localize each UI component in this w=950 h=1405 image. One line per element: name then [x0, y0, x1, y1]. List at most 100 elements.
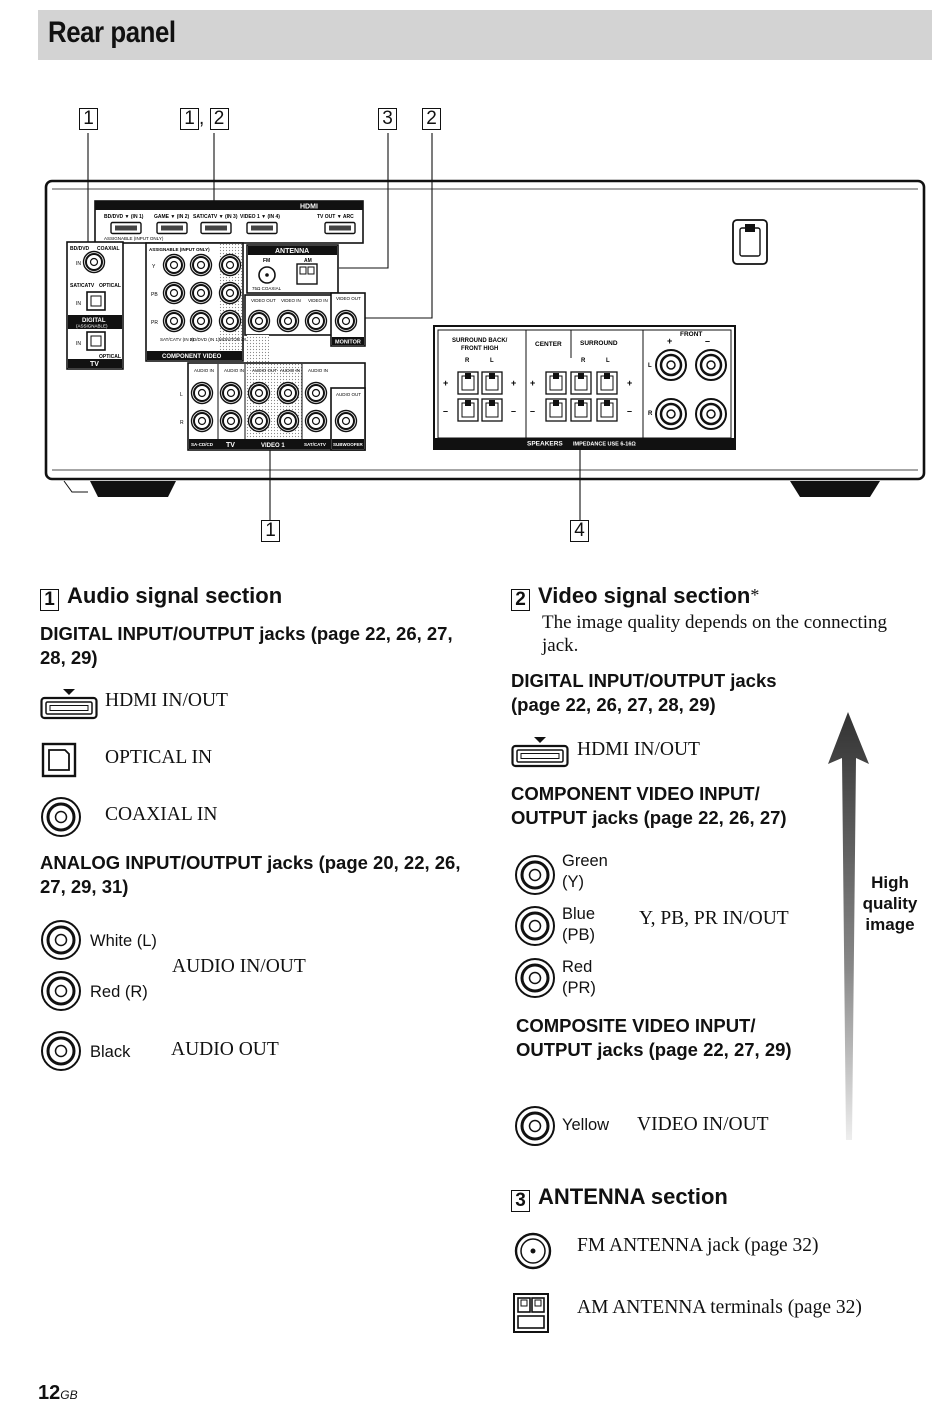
svg-text:R: R [465, 358, 470, 364]
svg-text:VIDEO 1 ▼ (IN 4): VIDEO 1 ▼ (IN 4) [240, 214, 280, 220]
svg-text:(ASSIGNABLE): (ASSIGNABLE) [76, 324, 108, 329]
component-heading: COMPONENT VIDEO INPUT/ OUTPUT jacks (pag… [511, 783, 787, 828]
white-rca-jack-icon [41, 920, 81, 960]
video-inout-label: VIDEO IN/OUT [637, 1114, 769, 1135]
svg-text:AUDIO OUT: AUDIO OUT [252, 368, 277, 373]
yellow-rca-jack-icon [515, 1106, 555, 1146]
svg-text:R: R [581, 358, 586, 364]
svg-text:OPTICAL: OPTICAL [99, 283, 121, 289]
svg-text:L: L [648, 363, 652, 369]
blue-label: Blue(PB) [562, 905, 596, 944]
svg-text:VIDEO OUT: VIDEO OUT [251, 298, 276, 303]
composite-heading: COMPOSITE VIDEO INPUT/ OUTPUT jacks (pag… [516, 1015, 792, 1060]
svg-text:GAME ▼ (IN 2): GAME ▼ (IN 2) [154, 214, 190, 220]
black-label: Black [90, 1043, 131, 1061]
svg-text:SPEAKERS: SPEAKERS [527, 441, 563, 448]
svg-text:SAT/CATV ▼ (IN 3): SAT/CATV ▼ (IN 3) [193, 214, 238, 220]
svg-text:–: – [443, 406, 448, 416]
svg-text:AUDIO IN: AUDIO IN [224, 368, 244, 373]
page-title: Rear panel [48, 16, 176, 49]
svg-text:IN: IN [76, 261, 81, 267]
video-note: The image quality depends on the connect… [542, 612, 888, 656]
svg-text:MONITOR: MONITOR [335, 340, 361, 346]
red-video-label: Red(PR) [562, 958, 596, 997]
hdmi-video-icon [511, 737, 569, 768]
audio-inout-label: AUDIO IN/OUT [172, 956, 306, 977]
callout-4-bottom: 4 [570, 520, 589, 542]
svg-text:R: R [180, 420, 184, 426]
coaxial-icon [41, 797, 81, 837]
svg-text:AM: AM [304, 258, 312, 264]
svg-text:+: + [667, 336, 672, 346]
svg-text:BD/DVD (IN 1): BD/DVD (IN 1) [190, 337, 220, 342]
svg-text:TV: TV [226, 442, 235, 449]
svg-text:MONITOR OUT: MONITOR OUT [219, 337, 251, 342]
ypbpr-label: Y, PB, PR IN/OUT [639, 908, 789, 929]
svg-text:SA-CD/CD: SA-CD/CD [191, 442, 214, 447]
svg-text:AUDIO IN: AUDIO IN [280, 368, 300, 373]
svg-text:SURROUND: SURROUND [580, 340, 618, 347]
ac-inlet-icon [732, 219, 768, 265]
callout-1-2-top: 1, 2 [180, 108, 229, 130]
svg-text:IN: IN [76, 341, 81, 347]
svg-text:SAT/CATV (IN 2): SAT/CATV (IN 2) [160, 337, 194, 342]
svg-text:FRONT HIGH: FRONT HIGH [461, 346, 498, 352]
fm-antenna-icon [514, 1232, 552, 1270]
am-antenna-label: AM ANTENNA terminals (page 32) [577, 1297, 862, 1318]
svg-text:Y: Y [152, 264, 156, 270]
svg-text:75Ω COAXIAL: 75Ω COAXIAL [252, 286, 282, 291]
svg-text:COMPONENT VIDEO: COMPONENT VIDEO [162, 354, 222, 360]
svg-text:CENTER: CENTER [535, 341, 562, 348]
svg-text:ASSIGNABLE (INPUT ONLY): ASSIGNABLE (INPUT ONLY) [149, 247, 210, 252]
black-rca-jack-icon [41, 1031, 81, 1071]
rear-panel-diagram: HDMI BD/DVD ▼ (IN 1) GAME ▼ (IN 2) SAT/C… [44, 133, 926, 520]
quality-arrow-icon [828, 712, 869, 1140]
green-rca-jack-icon [515, 855, 555, 895]
am-antenna-icon [513, 1293, 549, 1333]
svg-text:+: + [627, 378, 632, 388]
svg-text:IMPEDANCE USE 6-16Ω: IMPEDANCE USE 6-16Ω [573, 442, 636, 448]
callout-2-top: 2 [422, 108, 441, 130]
svg-text:PB: PB [151, 292, 158, 298]
hdmi-label: HDMI [300, 204, 318, 211]
svg-text:IN: IN [76, 301, 81, 307]
yellow-label: Yellow [562, 1116, 610, 1134]
green-label: Green(Y) [562, 852, 608, 891]
svg-text:PR: PR [151, 320, 158, 326]
red-rca-jack-icon [41, 971, 81, 1011]
svg-text:–: – [530, 406, 535, 416]
hdmi-icon [40, 689, 98, 720]
video-hdmi-label: HDMI IN/OUT [577, 739, 700, 760]
audio-out-label: AUDIO OUT [171, 1039, 279, 1060]
optical-icon [41, 742, 77, 778]
svg-text:DIGITAL: DIGITAL [82, 318, 106, 324]
svg-text:L: L [180, 392, 183, 398]
svg-text:SUBWOOFER: SUBWOOFER [333, 442, 363, 447]
audio-optical-label: OPTICAL IN [105, 747, 213, 768]
audio-digital-heading: DIGITAL INPUT/OUTPUT jacks (page 22, 26,… [40, 623, 453, 668]
quality-label: High quality image [862, 873, 918, 934]
svg-text:+: + [530, 378, 535, 388]
svg-text:VIDEO IN: VIDEO IN [281, 298, 301, 303]
svg-text:TV: TV [90, 361, 99, 368]
svg-text:AUDIO OUT: AUDIO OUT [336, 392, 361, 397]
svg-text:TV OUT ▼ ARC: TV OUT ▼ ARC [317, 214, 354, 220]
svg-text:+: + [511, 378, 516, 388]
svg-text:COAXIAL: COAXIAL [97, 246, 120, 252]
svg-text:BD/DVD: BD/DVD [70, 246, 90, 252]
callout-1-top: 1 [79, 108, 98, 130]
svg-text:VIDEO 1: VIDEO 1 [261, 443, 285, 449]
fm-antenna-label: FM ANTENNA jack (page 32) [577, 1235, 819, 1256]
svg-text:+: + [443, 378, 448, 388]
svg-text:R: R [648, 411, 653, 417]
svg-text:SURROUND BACK/: SURROUND BACK/ [452, 338, 508, 344]
svg-text:ASSIGNABLE (INPUT ONLY): ASSIGNABLE (INPUT ONLY) [104, 236, 164, 241]
svg-text:SAT/CATV: SAT/CATV [304, 442, 326, 447]
svg-text:–: – [705, 336, 710, 346]
svg-text:AUDIO IN: AUDIO IN [194, 368, 214, 373]
red-label: Red (R) [90, 983, 148, 1001]
video-digital-heading: DIGITAL INPUT/OUTPUT jacks (page 22, 26,… [511, 670, 777, 715]
